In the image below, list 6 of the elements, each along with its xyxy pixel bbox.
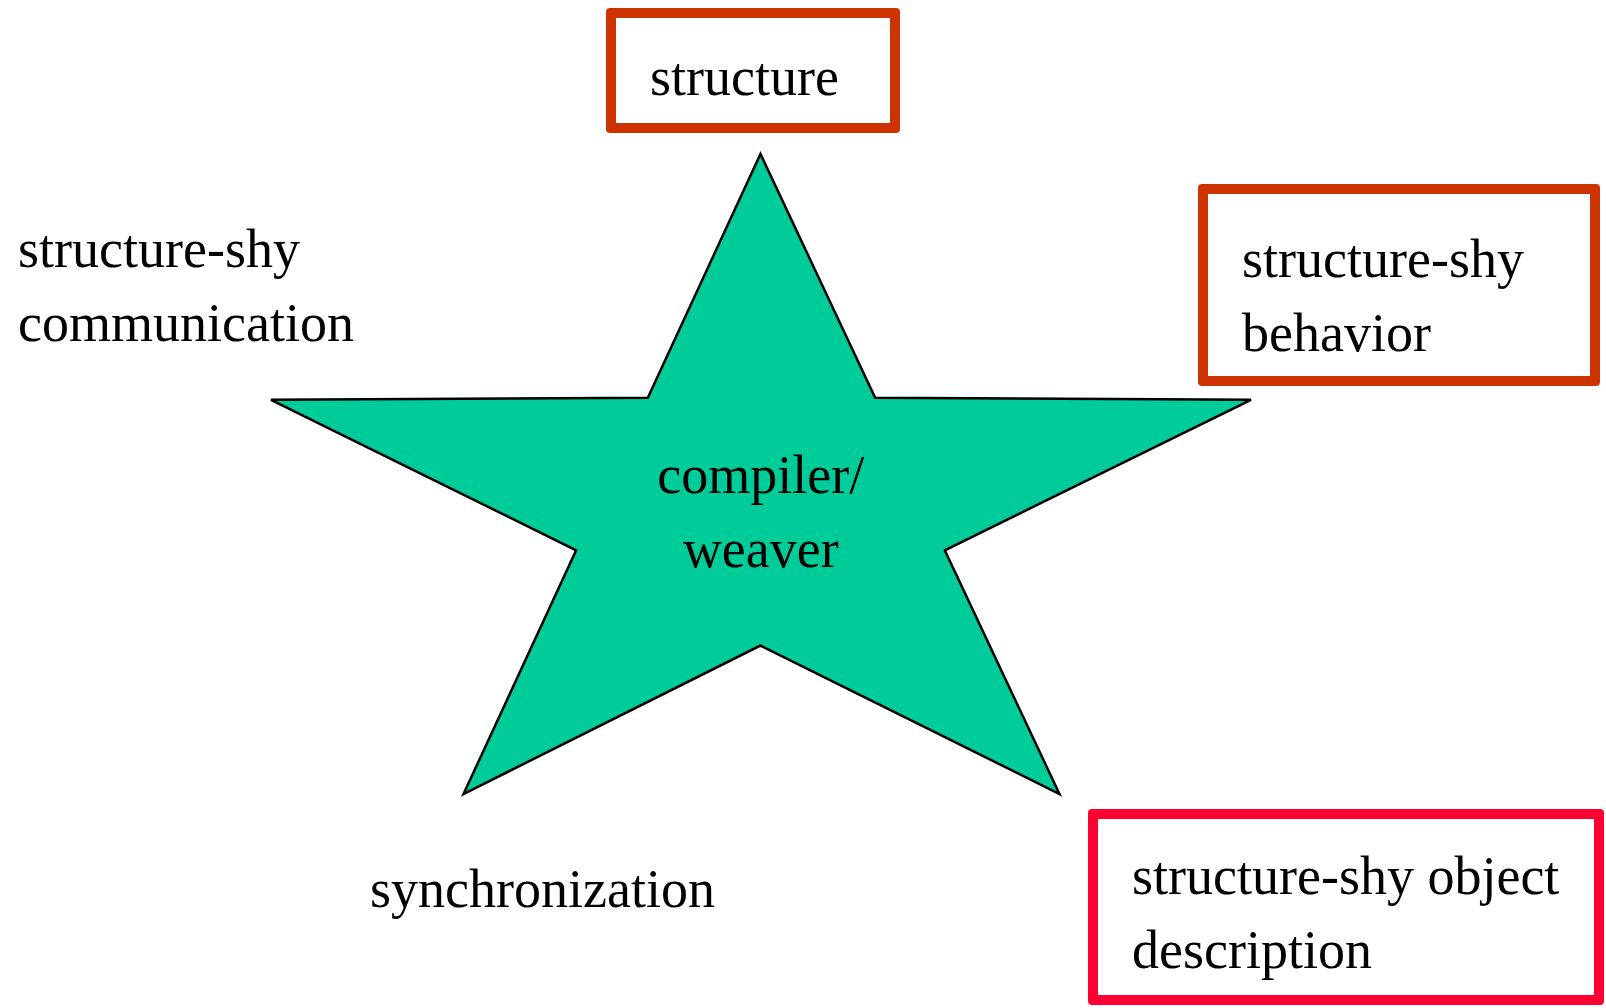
- boxed-term: structure-shy behavior: [1198, 184, 1600, 386]
- boxed-term: structure-shy object description: [1088, 809, 1604, 1005]
- aspect-label: synchronization: [370, 858, 716, 921]
- boxed-term: structure: [606, 8, 900, 133]
- star-label: compiler/ weaver: [656, 444, 866, 582]
- aspect-label: structure-shy communication: [18, 218, 355, 355]
